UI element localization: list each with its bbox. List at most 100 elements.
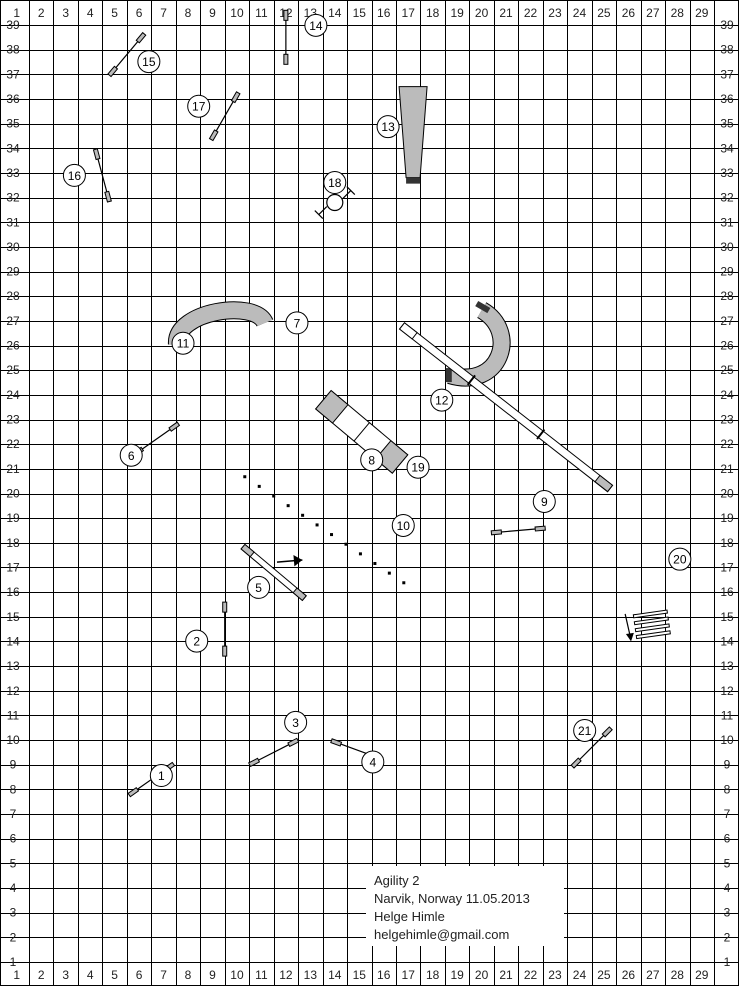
obstacle-number: 8 <box>360 448 384 472</box>
tire-leg <box>342 190 352 199</box>
row-label-left: 25 <box>6 363 20 377</box>
row-label-left: 3 <box>10 906 17 920</box>
number-circle <box>323 171 347 195</box>
column-label-bottom: 12 <box>279 968 293 982</box>
row-label-right: 35 <box>720 117 734 131</box>
row-label-left: 5 <box>10 856 17 870</box>
row-label-right: 21 <box>720 462 734 476</box>
row-label-right: 38 <box>720 43 734 57</box>
number-circle <box>284 710 308 734</box>
obstacle-number: 3 <box>284 710 308 734</box>
row-label-left: 16 <box>6 585 20 599</box>
obstacle-number: 4 <box>361 750 385 774</box>
direction-arrow-head <box>625 632 634 642</box>
course-email: helgehimle@gmail.com <box>374 927 510 942</box>
row-label-left: 22 <box>6 437 20 451</box>
seesaw-contact <box>292 587 307 602</box>
weave-pole <box>344 542 348 546</box>
number-circle <box>185 629 209 653</box>
course-title: Agility 2 <box>374 873 420 888</box>
column-label-bottom: 5 <box>111 968 118 982</box>
row-label-right: 15 <box>720 610 734 624</box>
number-text: 10 <box>397 519 411 533</box>
column-label-bottom: 26 <box>622 968 636 982</box>
column-label-bottom: 28 <box>671 968 685 982</box>
number-circle <box>171 331 195 355</box>
number-text: 4 <box>369 755 376 769</box>
row-label-left: 34 <box>6 141 20 155</box>
tunnel-entry <box>475 300 491 314</box>
row-label-left: 10 <box>6 733 20 747</box>
row-label-left: 4 <box>10 881 17 895</box>
row-label-right: 3 <box>724 906 731 920</box>
obstacle-number: 7 <box>285 311 309 335</box>
row-label-left: 39 <box>6 18 20 32</box>
number-text: 16 <box>68 169 82 183</box>
column-label-top: 17 <box>402 6 416 20</box>
column-label-bottom: 20 <box>475 968 489 982</box>
jump-wing <box>330 738 343 747</box>
a-frame-contact <box>374 439 409 474</box>
jump-bar <box>214 98 236 134</box>
obstacles <box>92 9 671 798</box>
column-label-bottom: 15 <box>353 968 367 982</box>
column-label-top: 23 <box>548 6 562 20</box>
jump-bar <box>139 427 173 452</box>
jump-wing <box>92 148 101 161</box>
weave-pole <box>387 571 391 575</box>
row-label-left: 15 <box>6 610 20 624</box>
row-label-left: 32 <box>6 191 20 205</box>
number-circle <box>430 388 454 412</box>
tire-leg <box>318 206 328 215</box>
jump-wing <box>127 786 140 798</box>
weave-pole <box>272 494 276 498</box>
row-label-right: 27 <box>720 314 734 328</box>
jump-wing <box>208 129 219 142</box>
obstacle-number: 16 <box>62 163 86 187</box>
row-label-right: 16 <box>720 585 734 599</box>
number-text: 17 <box>192 100 206 114</box>
weave-pole <box>286 504 290 508</box>
long-jump-board <box>633 616 669 626</box>
weave-pole <box>330 533 334 537</box>
row-label-right: 4 <box>724 881 731 895</box>
chute-entry <box>406 177 421 184</box>
number-text: 19 <box>411 461 425 475</box>
jump-bar <box>577 732 607 763</box>
jump-bar <box>113 38 141 71</box>
obstacle-number: 12 <box>430 388 454 412</box>
chute-body <box>398 86 428 179</box>
jump-obstacle <box>570 726 613 769</box>
row-label-left: 26 <box>6 339 20 353</box>
obstacle-number: 1 <box>149 764 173 788</box>
number-text: 14 <box>309 19 323 33</box>
number-text: 7 <box>294 316 301 330</box>
jump-wing <box>248 757 261 768</box>
column-label-bottom: 19 <box>450 968 464 982</box>
column-label-top: 7 <box>160 6 167 20</box>
column-label-bottom: 17 <box>402 968 416 982</box>
number-text: 11 <box>177 337 190 351</box>
column-label-top: 15 <box>353 6 367 20</box>
jump-wing <box>168 421 181 432</box>
jump-obstacle <box>208 91 241 142</box>
column-label-top: 20 <box>475 6 489 20</box>
row-label-right: 9 <box>724 758 731 772</box>
row-label-left: 28 <box>6 289 20 303</box>
column-label-top: 5 <box>111 6 118 20</box>
jump-wing <box>601 726 613 738</box>
course-author: Helge Himle <box>374 909 445 924</box>
row-label-right: 37 <box>720 67 734 81</box>
column-label-top: 6 <box>136 6 143 20</box>
jump-wing <box>283 53 289 65</box>
row-label-left: 37 <box>6 67 20 81</box>
number-circle <box>119 443 143 467</box>
number-circle <box>360 448 384 472</box>
direction-arrow-head <box>293 555 303 567</box>
number-text: 12 <box>435 394 449 408</box>
jump-wing <box>135 31 147 44</box>
dogwalk-joint <box>536 428 546 440</box>
number-circle <box>149 764 173 788</box>
number-text: 9 <box>541 495 548 509</box>
row-label-right: 1 <box>724 955 731 969</box>
